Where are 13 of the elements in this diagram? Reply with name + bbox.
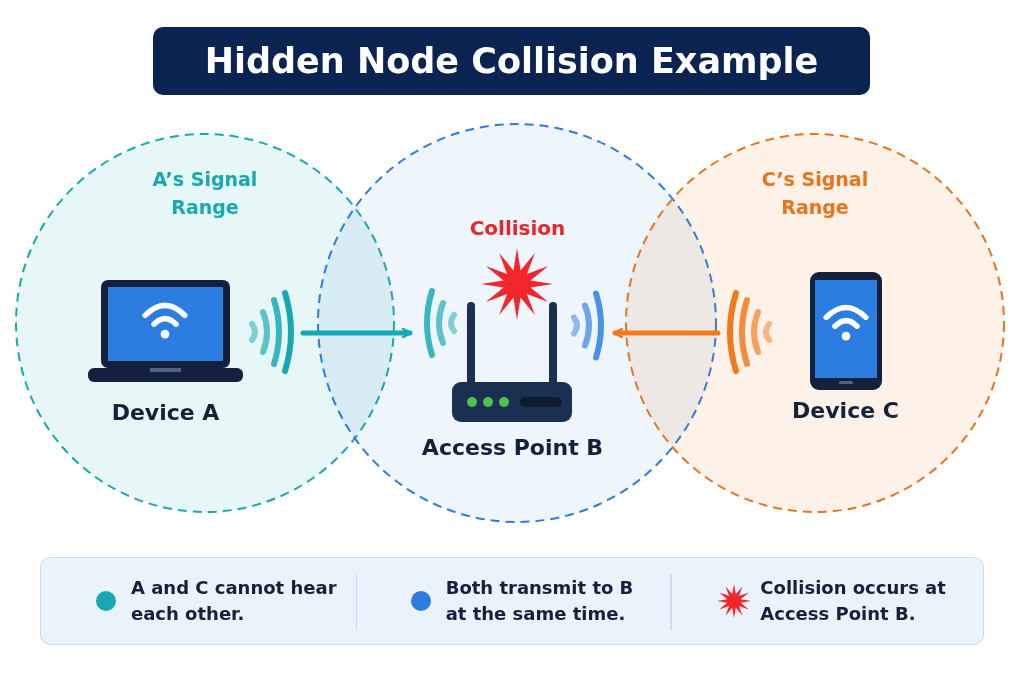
signal-range-circle bbox=[625, 133, 1005, 513]
device-label: Access Point B bbox=[420, 434, 605, 462]
legend-text: A and C cannot hear each other. bbox=[131, 576, 338, 626]
arrow bbox=[612, 327, 721, 339]
range-label: C’s Signal Range bbox=[760, 167, 870, 220]
legend-text: Collision occurs at Access Point B. bbox=[760, 576, 947, 626]
device-label: Device A bbox=[110, 399, 221, 427]
collision-label: Collision bbox=[468, 215, 567, 242]
legend-text: Both transmit to B at the same time. bbox=[445, 576, 635, 626]
device-label: Device C bbox=[791, 397, 900, 425]
arrow bbox=[300, 327, 413, 339]
range-label: A’s Signal Range bbox=[151, 167, 259, 220]
title: Hidden Node Collision Example bbox=[153, 27, 870, 95]
